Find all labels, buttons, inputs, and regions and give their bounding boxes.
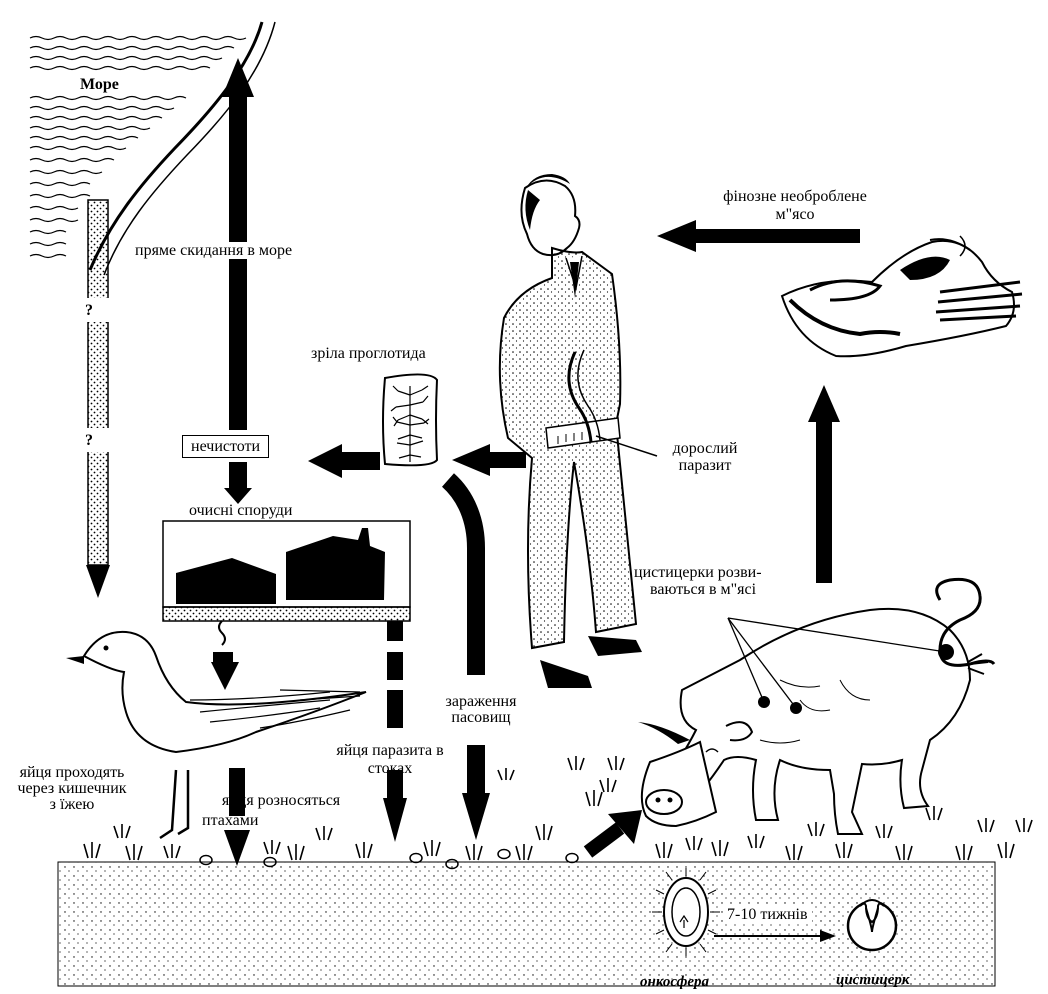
oncosphere-label: онкосфера <box>640 974 710 990</box>
finosis-meat-label-line2: м"ясо <box>775 206 815 223</box>
eggs-birds-label-line1: яйця розносяться <box>221 792 341 809</box>
pasture-infection-label-line1: зараження <box>445 693 517 710</box>
impurities-label: нечистоти <box>182 435 270 458</box>
arrow-man-to-proglottid <box>452 444 526 476</box>
arrow-meat-to-man <box>657 220 860 252</box>
arrow-ground-to-cow <box>583 810 642 858</box>
treatment-plant <box>162 520 411 842</box>
arrow-to-sea <box>222 58 254 504</box>
mature-proglottid-label: зріла проглотида <box>311 345 426 362</box>
treatment-plants-label: очисні споруди <box>189 502 293 519</box>
cow <box>638 577 996 835</box>
arrow-pasture-infection <box>441 473 490 840</box>
pasture-infection-label-line2: пасовищ <box>451 709 511 726</box>
question-mark-2: ? <box>85 432 93 449</box>
man <box>498 174 658 688</box>
sea-label: Море <box>80 76 119 93</box>
adult-parasite-label-line1: дорослий <box>672 440 738 457</box>
eggs-gut-label-line1: яйця проходять <box>19 764 125 781</box>
oncosphere <box>652 868 720 956</box>
eggs-gut-label-line3: з їжею <box>49 796 95 813</box>
adult-parasite-label-line2: паразит <box>678 457 732 474</box>
gull <box>66 630 367 840</box>
cysticerci-label-line1: цистицерки розви- <box>634 564 762 581</box>
proglottid <box>382 373 439 467</box>
direct-dump-label: пряме скидання в море <box>133 242 295 259</box>
cysticercus <box>846 899 898 952</box>
arrow-oncosphere-to-cysticercus <box>714 930 836 942</box>
incubation-weeks-label: 7-10 тижнів <box>723 906 812 923</box>
question-mark-1: ? <box>85 302 93 319</box>
eggs-gut-label-line2: через кишечник <box>17 780 127 797</box>
grass <box>83 756 1033 861</box>
arrow-cow-to-meat <box>808 385 840 583</box>
eggs-birds-label-line2: птахами <box>202 812 259 829</box>
eggs-drains-label-line2: стоках <box>367 760 413 777</box>
arrow-birds-to-ground <box>224 768 250 866</box>
finosis-meat-label-line1: фінозне необроблене <box>723 188 867 205</box>
ground <box>57 861 996 987</box>
sea-to-ground-dotted-arrow <box>84 199 112 598</box>
cysticercus-label: цистицерк <box>836 972 910 988</box>
meat <box>780 235 1023 358</box>
cysticerci-label-line2: ваються в м"ясі <box>650 581 757 598</box>
arrow-to-impurities <box>308 444 380 478</box>
eggs-drains-label-line1: яйця паразита в <box>336 742 444 759</box>
